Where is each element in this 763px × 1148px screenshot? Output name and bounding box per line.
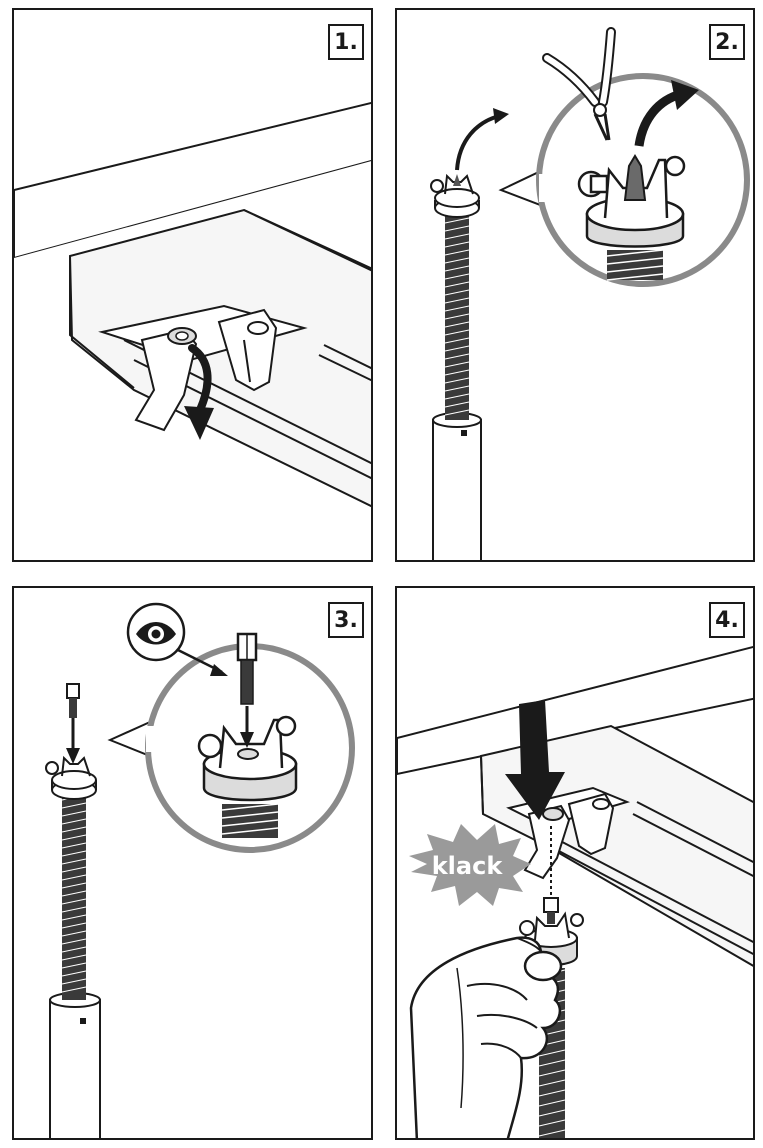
pliers-icon xyxy=(542,27,616,141)
eye-icon xyxy=(126,602,228,676)
step-3-panel: 3. xyxy=(12,586,373,1140)
klack-sound-text: klack xyxy=(432,852,504,880)
step-number-3: 3. xyxy=(328,602,364,638)
step-2-panel: 2. xyxy=(395,8,755,562)
step-2-illustration xyxy=(430,27,750,560)
step-number-2: 2. xyxy=(709,24,745,60)
magnified-fitting xyxy=(577,154,686,281)
threaded-rod xyxy=(61,794,87,1000)
step-3-illustration xyxy=(45,602,355,1138)
klack-burst: klack xyxy=(409,824,531,906)
step-1-illustration xyxy=(14,101,371,508)
magnified-fitting-with-screw xyxy=(197,632,298,838)
step-4-panel: klack 4. xyxy=(395,586,755,1140)
step-1-panel: 1. xyxy=(12,8,373,562)
step-number-1: 1. xyxy=(328,24,364,60)
threaded-rod xyxy=(444,209,470,420)
step-4-illustration: klack xyxy=(397,645,753,1138)
step-number-4: 4. xyxy=(709,602,745,638)
hand xyxy=(409,936,563,1138)
